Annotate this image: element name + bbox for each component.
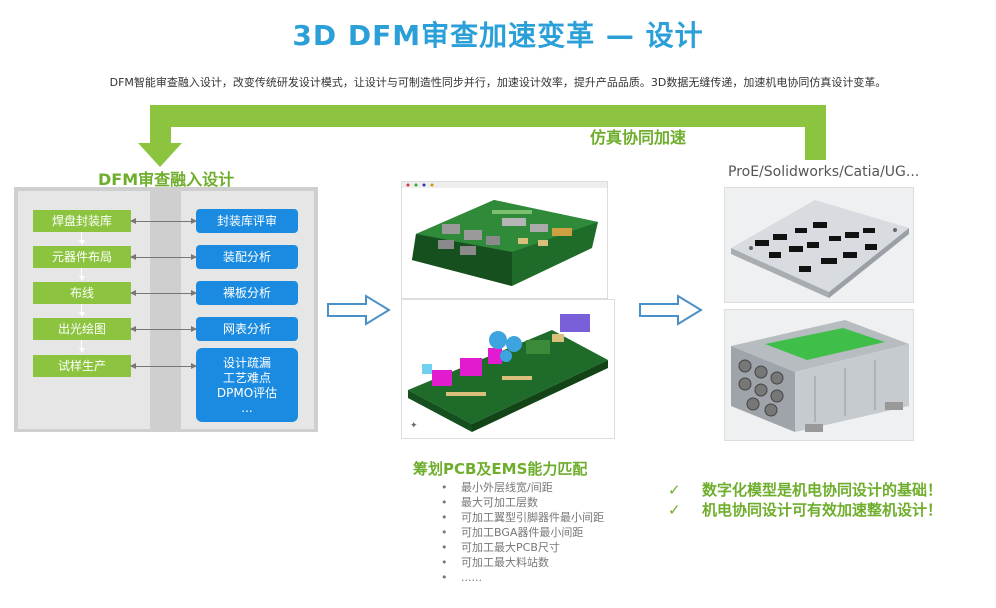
flow-right-arrow-icon xyxy=(639,294,703,326)
svg-text:✦: ✦ xyxy=(410,421,418,431)
conclusion-text: 机电协同设计可有效加速整机设计！ xyxy=(702,501,943,519)
pcb-capability-heading: 筹划PCB及EMS能力匹配 xyxy=(413,460,588,478)
flow-down-arrow-icon xyxy=(79,340,85,354)
list-item: ...... xyxy=(441,570,611,585)
check-icon: ✓ xyxy=(668,481,681,499)
cad-section-title: ProE/Solidworks/Catia/UG... xyxy=(728,164,920,180)
feedback-loop-bar xyxy=(150,105,826,127)
list-item: 最小外层线宽/间距 xyxy=(441,480,611,495)
list-item: 可加工最大PCB尺寸 xyxy=(441,540,611,555)
check-library-review: 封装库评审 xyxy=(196,209,298,233)
conclusion-line-1: ✓ 数字化模型是机电协同设计的基础！ xyxy=(668,479,942,500)
check-bare-board-analysis: 裸板分析 xyxy=(196,281,298,305)
feedback-loop-arrowhead-icon xyxy=(138,143,182,167)
check-netlist-analysis: 网表分析 xyxy=(196,317,298,341)
feedback-loop-right-leg xyxy=(805,105,826,160)
conclusion-line-2: ✓ 机电协同设计可有效加速整机设计！ xyxy=(668,499,942,520)
list-item: 最大可加工层数 xyxy=(441,495,611,510)
flow-right-arrow-icon xyxy=(327,294,391,326)
flow-down-arrow-icon xyxy=(79,304,85,318)
dfm-section-title: DFM审查融入设计 xyxy=(98,170,235,189)
feedback-loop-label: 仿真协同加速 xyxy=(590,128,687,147)
cad-board-assembly-image xyxy=(724,187,914,303)
bidirectional-arrow-icon xyxy=(130,290,197,296)
summary-line-1: 设计疏漏 xyxy=(222,356,271,370)
design-step-routing: 布线 xyxy=(33,282,131,304)
summary-line-3: DPMO评估 xyxy=(216,386,278,400)
pcb-board-image xyxy=(401,181,608,299)
page-subtitle: DFM智能审查融入设计，改变传统研发设计模式，让设计与可制造性同步并行，加速设计… xyxy=(109,76,887,89)
design-step-prototype: 试样生产 xyxy=(33,355,131,377)
pcb-capability-list: 最小外层线宽/间距 最大可加工层数 可加工翼型引脚器件最小间距 可加工BGA器件… xyxy=(441,480,611,585)
bidirectional-arrow-icon xyxy=(130,254,197,260)
check-assembly-analysis: 装配分析 xyxy=(196,245,298,269)
cad-enclosure-image xyxy=(724,309,914,441)
design-step-photoplot: 出光绘图 xyxy=(33,318,131,340)
bidirectional-arrow-icon xyxy=(130,326,197,332)
flow-down-arrow-icon xyxy=(79,268,85,282)
pcba-3d-image: ✦ xyxy=(401,299,615,439)
design-step-placement: 元器件布局 xyxy=(33,246,131,268)
conclusion-text: 数字化模型是机电协同设计的基础！ xyxy=(702,481,943,499)
list-item: 可加工BGA器件最小间距 xyxy=(441,525,611,540)
feedback-loop-left-leg xyxy=(150,105,171,145)
list-item: 可加工翼型引脚器件最小间距 xyxy=(441,510,611,525)
summary-line-2: 工艺难点 xyxy=(222,371,271,385)
summary-line-4: ... xyxy=(241,401,253,415)
bidirectional-arrow-icon xyxy=(130,363,197,369)
flow-down-arrow-icon xyxy=(79,232,85,246)
design-step-pad-library: 焊盘封装库 xyxy=(33,210,131,232)
bidirectional-arrow-icon xyxy=(130,218,197,224)
check-summary-box: 设计疏漏 工艺难点 DPMO评估 ... xyxy=(196,348,298,422)
page-title: 3D DFM审查加速变革 — 设计 xyxy=(292,19,704,52)
list-item: 可加工最大料站数 xyxy=(441,555,611,570)
check-icon: ✓ xyxy=(668,501,681,519)
